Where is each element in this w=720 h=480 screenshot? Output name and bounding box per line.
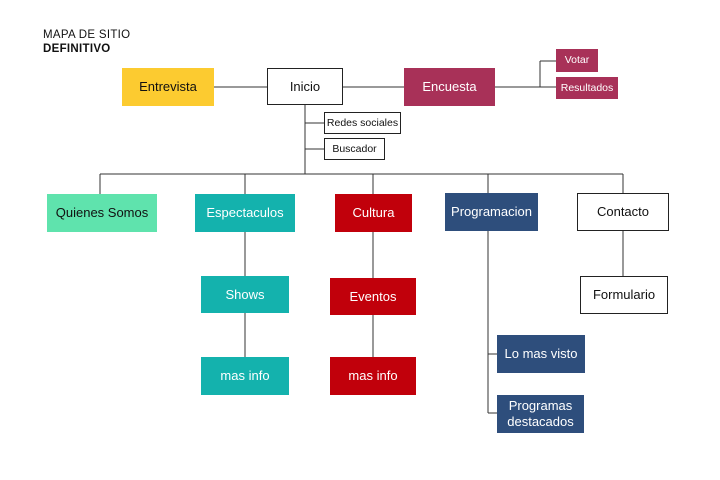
node-lo-mas-visto: Lo mas visto [497,335,585,373]
node-mas-info-cultura: mas info [330,357,416,395]
node-quienes-somos: Quienes Somos [47,194,157,232]
node-shows: Shows [201,276,289,313]
node-inicio: Inicio [267,68,343,105]
node-programas-destacados: Programas destacados [497,395,584,433]
node-formulario: Formulario [580,276,668,314]
node-eventos: Eventos [330,278,416,315]
node-contacto: Contacto [577,193,669,231]
node-entrevista: Entrevista [122,68,214,106]
diagram-title: MAPA DE SITIO [43,29,131,41]
node-votar: Votar [556,49,598,72]
node-espectaculos: Espectaculos [195,194,295,232]
node-encuesta: Encuesta [404,68,495,106]
node-redes-sociales: Redes sociales [324,112,401,134]
node-resultados: Resultados [556,77,618,99]
node-programacion: Programacion [445,193,538,231]
node-buscador: Buscador [324,138,385,160]
node-mas-info-espectaculos: mas info [201,357,289,395]
node-cultura: Cultura [335,194,412,232]
diagram-subtitle: DEFINITIVO [43,43,111,55]
